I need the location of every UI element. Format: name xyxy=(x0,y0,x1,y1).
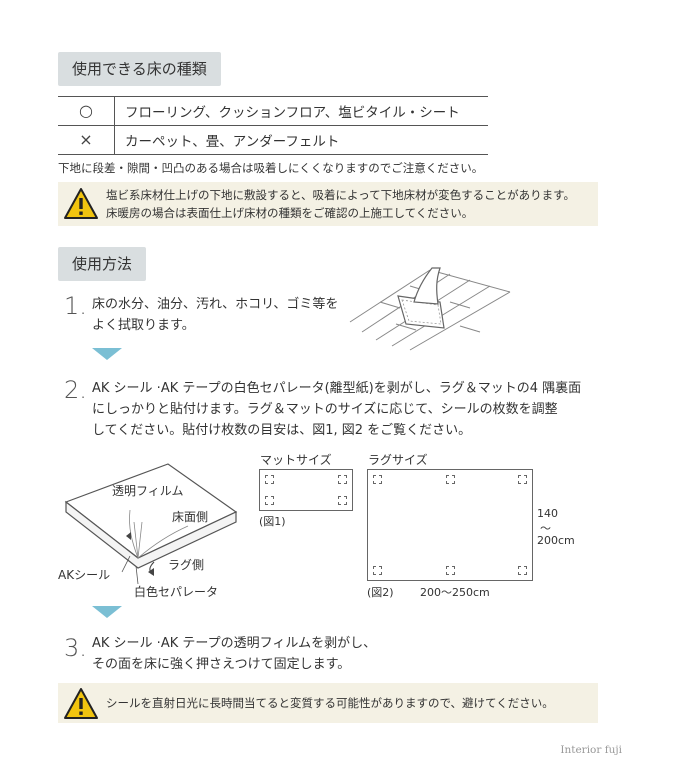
usage-heading: 使用方法 xyxy=(58,247,147,281)
rug-outline xyxy=(367,469,533,581)
step-arrow xyxy=(92,606,122,618)
floor-types-table: ○ フローリング、クッションフロア、塩ビタイル・シート × カーペット、畳、アン… xyxy=(58,96,488,155)
seal-marker xyxy=(518,475,527,484)
table-row: ○ フローリング、クッションフロア、塩ビタイル・シート xyxy=(58,97,488,126)
step-2-line-3: してください。貼付け枚数の目安は、図1, 図2 をご覧ください。 xyxy=(92,423,472,438)
seal-marker xyxy=(338,475,347,484)
seal-marker xyxy=(373,566,382,575)
floor-types-heading: 使用できる床の種類 xyxy=(58,52,221,86)
sunlight-warning-text: シールを直射日光に長時間当てると変質する可能性がありますので、避けてください。 xyxy=(106,696,554,710)
warning-icon xyxy=(64,188,98,219)
rug-height-bottom: 200cm xyxy=(537,534,575,547)
rug-width-label: 200〜250cm xyxy=(420,586,490,599)
subfloor-note: 下地に段差・隙間・凹凸のある場合は吸着しにくくなりますのでご注意ください。 xyxy=(58,161,484,175)
seal-marker xyxy=(446,566,455,575)
floor-side-label: 床面側 xyxy=(172,510,209,524)
step-arrow xyxy=(92,348,122,360)
transparent-film-label: 透明フィルム xyxy=(112,484,184,498)
seal-marker xyxy=(265,475,274,484)
table-row: × カーペット、畳、アンダーフェルト xyxy=(58,126,488,155)
warning-line-2: 床暖房の場合は表面仕上げ床材の種類をご確認の上施工してください。 xyxy=(106,206,474,220)
warning-icon xyxy=(64,688,98,719)
step-1-line-1: 床の水分、油分、汚れ、ホコリ、ゴミ等を xyxy=(92,297,339,312)
seal-marker xyxy=(373,475,382,484)
mat-outline xyxy=(259,469,353,511)
step-2-number: 2. xyxy=(64,376,87,404)
ng-floor-types: カーペット、畳、アンダーフェルト xyxy=(125,134,340,150)
ak-seal-label: AKシール xyxy=(58,568,111,582)
rug-side-label: ラグ側 xyxy=(168,558,205,572)
wiping-floor-illustration xyxy=(349,267,511,351)
ok-mark: ○ xyxy=(58,97,115,125)
step-2-line-1: AK シール ·AK テープの白色セパレータ(離型紙)を剥がし、ラグ＆マットの4… xyxy=(92,381,582,396)
figure-1-caption: (図1) xyxy=(259,515,286,528)
rug-size-title: ラグサイズ xyxy=(368,453,428,467)
step-3-line-1: AK シール ·AK テープの透明フィルムを剥がし、 xyxy=(92,636,377,651)
rug-corner-diagram xyxy=(64,463,238,585)
seal-marker xyxy=(518,566,527,575)
mat-size-title: マットサイズ xyxy=(260,453,332,467)
rug-height-top: 140 xyxy=(537,507,558,520)
ok-floor-types: フローリング、クッションフロア、塩ビタイル・シート xyxy=(125,105,460,121)
ng-mark: × xyxy=(58,126,115,154)
step-2-line-2: にしっかりと貼付けます。ラグ＆マットのサイズに応じて、シールの枚数を調整 xyxy=(92,402,558,417)
step-1-line-2: よく拭取ります。 xyxy=(92,318,195,333)
seal-marker xyxy=(338,496,347,505)
white-separator-label: 白色セパレータ xyxy=(134,585,219,599)
warning-line-1: 塩ビ系床材仕上げの下地に敷設すると、吸着によって下地床材が変色することがあります… xyxy=(106,188,575,202)
seal-marker xyxy=(446,475,455,484)
step-3-line-2: その面を床に強く押さえつけて固定します。 xyxy=(92,657,351,672)
step-3-number: 3. xyxy=(64,634,87,662)
figure-2-caption: (図2) xyxy=(367,586,394,599)
brand-footer: Interior fuji xyxy=(560,744,622,756)
rug-height-tilde: 〜 xyxy=(540,522,551,535)
step-1-number: 1. xyxy=(64,292,87,320)
seal-marker xyxy=(265,496,274,505)
sunlight-warning-box: シールを直射日光に長時間当てると変質する可能性がありますので、避けてください。 xyxy=(58,683,598,723)
subfloor-warning-box: 塩ビ系床材仕上げの下地に敷設すると、吸着によって下地床材が変色することがあります… xyxy=(58,182,598,226)
